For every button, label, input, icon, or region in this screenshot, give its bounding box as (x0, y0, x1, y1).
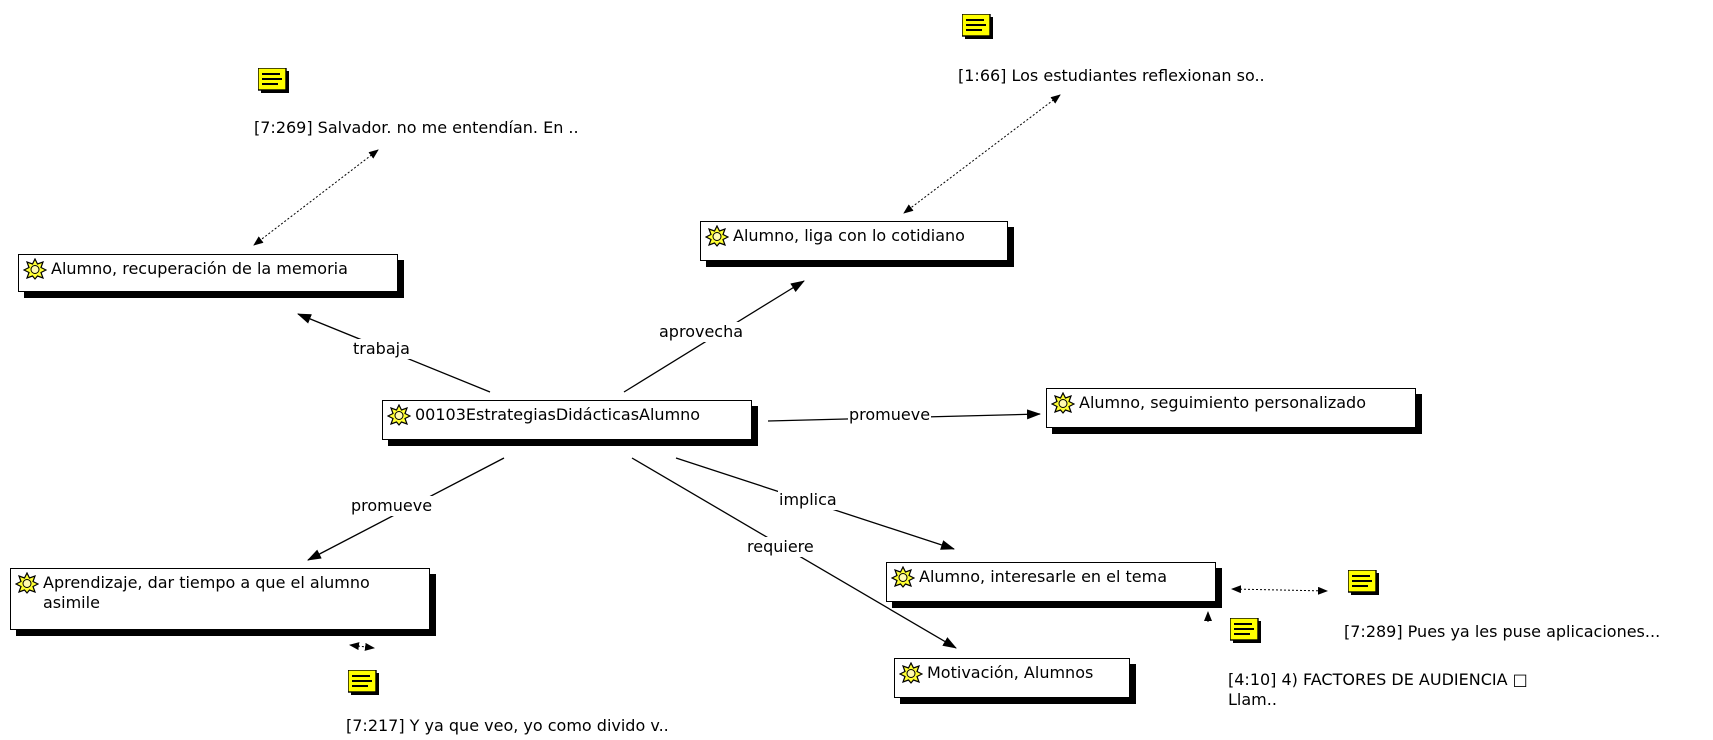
code-node-label: Motivación, Alumnos (927, 663, 1094, 682)
quotation-text[interactable]: [1:66] Los estudiantes reflexionan so.. (958, 66, 1265, 85)
code-node-motivacion[interactable]: Motivación, Alumnos (894, 658, 1130, 698)
quotation-text[interactable]: [7:289] Pues ya les puse aplicaciones... (1344, 622, 1661, 641)
memo-icon[interactable] (258, 68, 290, 94)
edge-label-promueve-right: promueve (848, 405, 932, 425)
code-node-cotidiano[interactable]: Alumno, liga con lo cotidiano (700, 221, 1008, 261)
code-node-label: Aprendizaje, dar tiempo a que el alumno … (43, 573, 370, 612)
memo-icon[interactable] (962, 14, 994, 40)
code-node-icon (891, 566, 915, 588)
edge-label-implica: implica (778, 490, 838, 510)
edge-label-promueve-left: promueve (350, 496, 434, 516)
code-node-icon (23, 258, 47, 280)
quote-link-cotidiano[interactable] (903, 94, 1061, 214)
quote-link-aprendizaje[interactable] (349, 642, 375, 651)
code-node-icon (1051, 392, 1075, 414)
code-node-icon (705, 225, 729, 247)
code-node-label: Alumno, liga con lo cotidiano (733, 226, 965, 245)
code-node-center[interactable]: 00103EstrategiasDidácticasAlumno (382, 400, 752, 440)
quote-link-memoria[interactable] (253, 149, 379, 246)
code-node-interesarle[interactable]: Alumno, interesarle en el tema (886, 562, 1216, 602)
code-node-memoria[interactable]: Alumno, recuperación de la memoria (18, 254, 398, 292)
code-node-label: Alumno, seguimiento personalizado (1079, 393, 1366, 412)
code-node-icon (387, 404, 411, 426)
code-node-label: 00103EstrategiasDidácticasAlumno (415, 405, 701, 424)
edge-label-aprovecha: aprovecha (658, 322, 745, 342)
code-node-label: Alumno, recuperación de la memoria (51, 259, 348, 278)
memo-icon[interactable] (348, 670, 380, 696)
quote-link-interesarle[interactable] (1231, 585, 1328, 595)
code-node-seguimiento[interactable]: Alumno, seguimiento personalizado (1046, 388, 1416, 428)
code-node-icon (899, 662, 923, 684)
edge-label-requiere: requiere (746, 537, 815, 557)
quotation-text[interactable]: [4:10] 4) FACTORES DE AUDIENCIA □ Llam.. (1228, 670, 1528, 709)
memo-icon[interactable] (1348, 570, 1380, 596)
code-node-label: Alumno, interesarle en el tema (919, 567, 1168, 586)
quotation-text[interactable]: [7:217] Y ya que veo, yo como divido v.. (346, 716, 669, 735)
edge-label-trabaja: trabaja (352, 339, 411, 359)
quotation-text[interactable]: [7:269] Salvador. no me entendían. En .. (254, 118, 579, 137)
code-node-aprendizaje[interactable]: Aprendizaje, dar tiempo a que el alumno … (10, 568, 430, 630)
memo-icon[interactable] (1230, 618, 1262, 644)
code-node-icon (15, 572, 39, 594)
